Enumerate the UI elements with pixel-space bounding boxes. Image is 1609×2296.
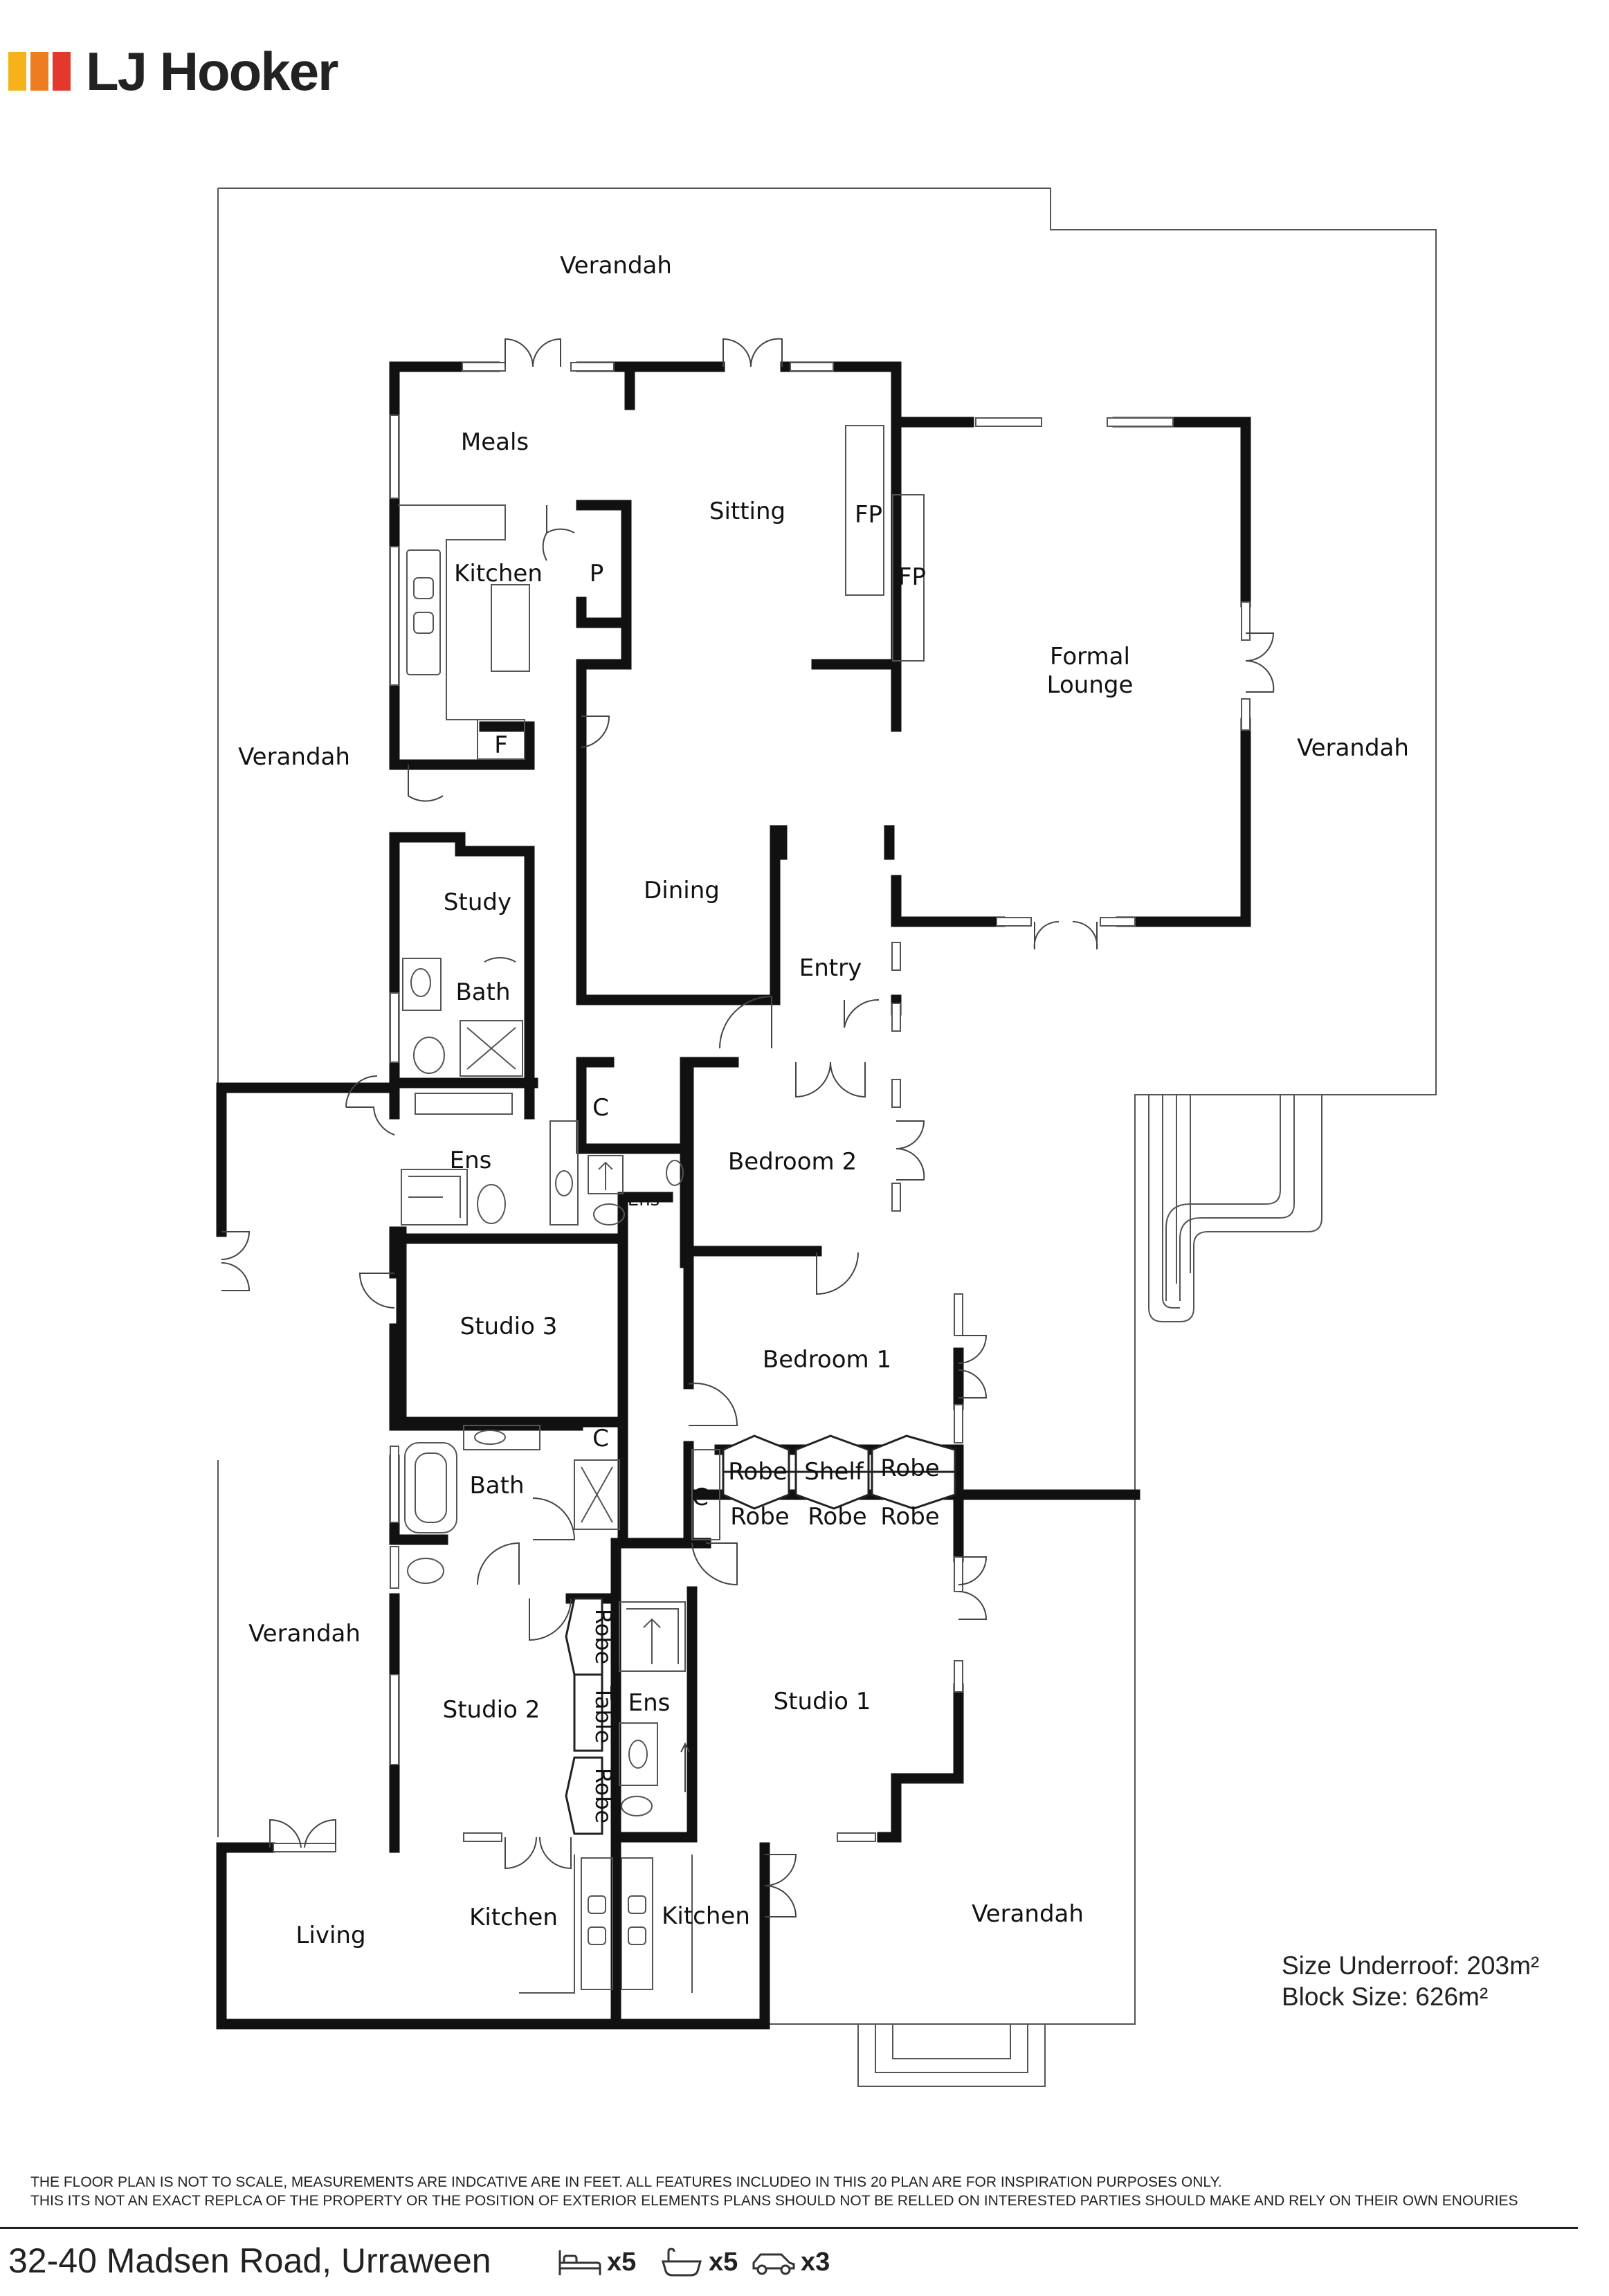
label-kitchen-3: Kitchen bbox=[662, 1902, 750, 1930]
car-space-count: x3 bbox=[751, 2246, 830, 2278]
bath-icon bbox=[662, 2248, 702, 2277]
label-bedroom-2: Bedroom 2 bbox=[728, 1148, 857, 1176]
label-verandah-bottom: Verandah bbox=[972, 1900, 1084, 1928]
bathroom-count: x5 bbox=[659, 2246, 738, 2278]
label-entry: Entry bbox=[799, 954, 862, 982]
car-icon bbox=[752, 2253, 795, 2275]
label-fp-2: FP bbox=[898, 563, 926, 591]
label-dining: Dining bbox=[644, 877, 720, 904]
disclaimer-line-1: THE FLOOR PLAN IS NOT TO SCALE, MEASUREM… bbox=[30, 2174, 1222, 2190]
label-robe-2: Robe bbox=[880, 1455, 939, 1482]
footer-divider bbox=[0, 2227, 1578, 2229]
label-meals: Meals bbox=[461, 428, 529, 456]
floor-plan: Verandah Meals Sitting FP FP Kitchen P F… bbox=[216, 188, 1437, 2087]
label-sitting: Sitting bbox=[709, 498, 785, 525]
label-study: Study bbox=[444, 889, 511, 916]
bedroom-count-value: x5 bbox=[607, 2247, 637, 2277]
label-shelf: Shelf bbox=[804, 1458, 864, 1486]
label-robe-3: Robe bbox=[730, 1503, 789, 1531]
bedroom-count: x5 bbox=[557, 2246, 636, 2278]
label-verandah-left: Verandah bbox=[238, 743, 350, 771]
label-verandah-lower-left: Verandah bbox=[248, 1620, 361, 1648]
label-fp-1: FP bbox=[855, 501, 882, 529]
label-ens-1: Ens bbox=[450, 1147, 492, 1174]
brand-logo: LJ Hooker bbox=[8, 40, 338, 102]
label-fridge: F bbox=[494, 731, 508, 759]
logo-square-red bbox=[53, 52, 71, 91]
label-cupboard-1: C bbox=[592, 1094, 609, 1122]
brand-name: LJ Hooker bbox=[86, 40, 338, 102]
fixtures bbox=[398, 425, 956, 1994]
label-bath-2: Bath bbox=[469, 1472, 524, 1500]
label-studio-1: Studio 1 bbox=[774, 1688, 871, 1715]
label-verandah-top: Verandah bbox=[560, 252, 672, 280]
property-address: 32-40 Madsen Road, Urraween bbox=[8, 2241, 491, 2280]
label-kitchen-main: Kitchen bbox=[454, 560, 543, 587]
label-pantry: P bbox=[590, 560, 604, 587]
label-ens-2: Ens bbox=[628, 1689, 671, 1717]
verandah-outline bbox=[217, 188, 1437, 2087]
label-bedroom-1: Bedroom 1 bbox=[763, 1346, 891, 1374]
car-space-count-value: x3 bbox=[801, 2247, 830, 2277]
label-table-v: Table bbox=[590, 1686, 617, 1744]
logo-square-orange bbox=[30, 52, 48, 91]
size-underroof: Size Underroof: 203m² bbox=[1282, 1951, 1540, 1980]
room-labels: Verandah Meals Sitting FP FP Kitchen P F… bbox=[238, 252, 1409, 1949]
label-robe-v1: Robe bbox=[590, 1609, 617, 1664]
label-verandah-right: Verandah bbox=[1297, 734, 1409, 762]
label-studio-3: Studio 3 bbox=[460, 1313, 558, 1340]
bathroom-count-value: x5 bbox=[709, 2247, 738, 2277]
doors bbox=[221, 338, 1275, 1917]
label-robe-4: Robe bbox=[808, 1503, 866, 1531]
size-summary: Size Underroof: 203m² Block Size: 626m² bbox=[1282, 1950, 1539, 2012]
disclaimer-line-2: THIS ITS NOT AN EXACT REPLCA OF THE PROP… bbox=[30, 2193, 1518, 2209]
label-studio-2: Studio 2 bbox=[443, 1696, 540, 1724]
bed-icon bbox=[558, 2250, 601, 2275]
label-kitchen-2: Kitchen bbox=[469, 1904, 558, 1931]
block-size: Block Size: 626m² bbox=[1282, 1983, 1489, 2011]
label-cupboard-3: C bbox=[692, 1484, 709, 1511]
label-bath-1: Bath bbox=[455, 978, 510, 1006]
label-living: Living bbox=[296, 1922, 365, 1949]
walls bbox=[216, 361, 1251, 2030]
logo-square-yellow bbox=[8, 52, 26, 91]
windows bbox=[273, 362, 1251, 1852]
label-ens-small: Ens bbox=[628, 1190, 660, 1210]
label-robe-1: Robe bbox=[728, 1458, 787, 1486]
disclaimer: THE FLOOR PLAN IS NOT TO SCALE, MEASUREM… bbox=[30, 2173, 1594, 2210]
label-robe-v2: Robe bbox=[590, 1768, 617, 1823]
label-cupboard-2: C bbox=[592, 1425, 609, 1452]
label-robe-5: Robe bbox=[880, 1503, 939, 1531]
